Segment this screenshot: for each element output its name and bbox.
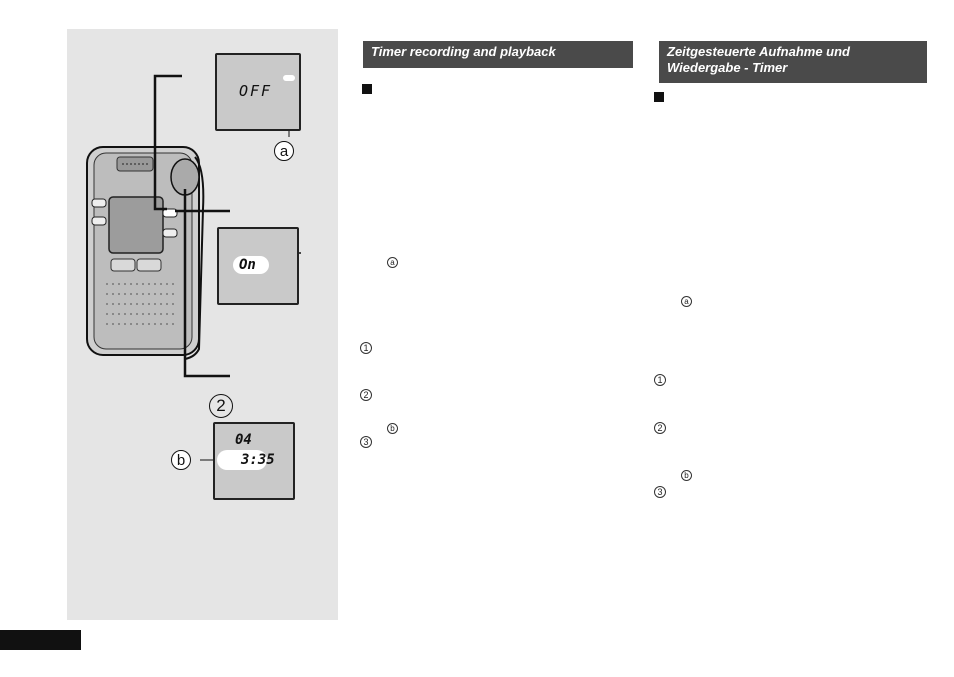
lcd-timer-highlight (217, 450, 267, 470)
marker-b-de: b (681, 470, 692, 481)
step-1-de: 1 (654, 374, 666, 386)
bullet-en (362, 84, 372, 94)
callout-a: a (274, 141, 294, 161)
lcd-timer: 04 3:35 (213, 422, 295, 500)
marker-a-en: a (387, 257, 398, 268)
heading-de: Zeitgesteuerte Aufnahme und Wiedergabe -… (659, 41, 927, 83)
step-3-en: 3 (360, 436, 372, 448)
bullet-de (654, 92, 664, 102)
lcd-timer-line2: 3:35 (241, 452, 275, 468)
step-1-en: 1 (360, 342, 372, 354)
lcd-on: On (217, 227, 299, 305)
lcd-on-text: On (239, 257, 256, 273)
lcd-on-highlight (233, 256, 269, 274)
lcd-off-text: OFF (239, 82, 273, 100)
callout-b: b (171, 450, 191, 470)
marker-b-en: b (387, 423, 398, 434)
indicator-dot (283, 75, 295, 81)
lcd-off: OFF (215, 53, 301, 131)
page-tab (0, 630, 81, 650)
figure-panel: OFF a On 2 04 3:35 b (67, 29, 338, 620)
step-3-de: 3 (654, 486, 666, 498)
step-2-marker: 2 (209, 394, 233, 418)
step-2-en: 2 (360, 389, 372, 401)
lcd-timer-line1: 04 (235, 432, 252, 448)
marker-a-de: a (681, 296, 692, 307)
heading-en: Timer recording and playback (363, 41, 633, 68)
step-2-de: 2 (654, 422, 666, 434)
